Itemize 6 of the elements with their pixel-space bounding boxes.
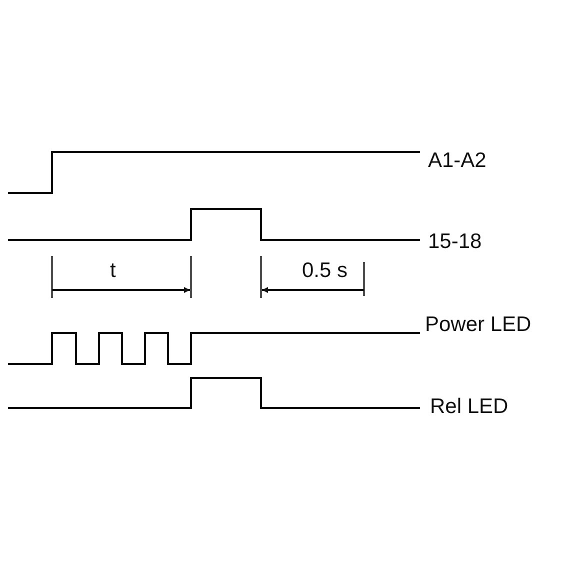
time-label: t (110, 260, 116, 281)
signal-name: 15-18 (428, 231, 482, 252)
signal-name: Power LED (425, 314, 532, 335)
signal-name: A1-A2 (428, 150, 486, 171)
signal-name: Rel LED (430, 396, 508, 417)
time-label: 0.5 s (302, 260, 348, 281)
